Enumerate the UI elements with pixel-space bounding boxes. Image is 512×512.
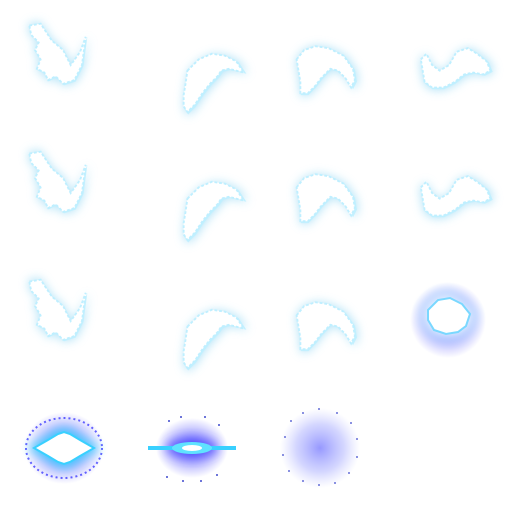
dust-particle xyxy=(356,438,358,440)
impact-fade-sprite xyxy=(280,408,360,488)
impact-streak xyxy=(148,416,236,482)
slash-c-frame-2 xyxy=(295,173,358,224)
dust-particle xyxy=(200,480,202,482)
slash-a-frame-2 xyxy=(28,150,88,214)
slash-c-frame-1 xyxy=(295,45,358,96)
sprite-frame-3 xyxy=(384,0,512,128)
dust-particle xyxy=(204,416,206,418)
slash-d-frame-1 xyxy=(419,47,494,90)
slash-a-frame-1-sprite xyxy=(28,22,88,86)
sprite-frame-4 xyxy=(0,128,128,256)
dust-particle xyxy=(350,422,352,424)
dust-particle xyxy=(348,472,350,474)
sprite-frame-9 xyxy=(128,256,256,384)
dust-particle xyxy=(318,484,320,486)
slash-c-frame-1-sprite xyxy=(295,45,358,96)
impact-fade xyxy=(280,408,360,488)
slash-c-frame-2-sprite xyxy=(295,173,358,224)
impact-flash-sprite xyxy=(24,412,104,484)
sprite-frame-0 xyxy=(0,0,128,128)
slash-b-frame-1 xyxy=(182,52,248,116)
dust-particle xyxy=(180,416,182,418)
sprite-frame-7 xyxy=(384,128,512,256)
sprite-frame-10 xyxy=(256,256,384,384)
impact-burst-sprite xyxy=(410,282,486,358)
dust-particle xyxy=(334,482,336,484)
slash-a-frame-2-sprite xyxy=(28,150,88,214)
sprite-frame-5 xyxy=(128,128,256,256)
dust-particle xyxy=(318,408,320,410)
slash-d-frame-2-sprite xyxy=(419,175,494,218)
slash-c-frame-3-sprite xyxy=(295,301,358,352)
dust-particle xyxy=(218,424,220,426)
sprite-frame-15 xyxy=(384,384,512,512)
impact-flash xyxy=(24,412,104,484)
slash-c-frame-3 xyxy=(295,301,358,352)
dust-particle xyxy=(284,436,286,438)
dust-particle xyxy=(290,420,292,422)
dust-particle xyxy=(166,476,168,478)
dust-particle xyxy=(288,470,290,472)
empty-frame xyxy=(384,384,512,512)
sprite-frame-8 xyxy=(0,256,128,384)
impact-streak-sprite xyxy=(148,416,236,482)
dust-particle xyxy=(168,420,170,422)
slash-a-frame-3 xyxy=(28,278,88,342)
dust-particle xyxy=(216,474,218,476)
impact-burst xyxy=(410,282,486,358)
slash-b-frame-3 xyxy=(182,308,248,372)
sprite-frame-1 xyxy=(128,0,256,128)
slash-a-frame-1 xyxy=(28,22,88,86)
sprite-frame-6 xyxy=(256,128,384,256)
slash-b-frame-2 xyxy=(182,180,248,244)
sprite-frame-11 xyxy=(384,256,512,384)
dust-particle xyxy=(282,454,284,456)
dust-particle xyxy=(302,480,304,482)
sprite-frame-12 xyxy=(0,384,128,512)
slash-a-frame-3-sprite xyxy=(28,278,88,342)
dust-particle xyxy=(182,480,184,482)
dust-particle xyxy=(302,412,304,414)
dust-particle xyxy=(356,456,358,458)
sprite-frame-13 xyxy=(128,384,256,512)
slash-d-frame-1-sprite xyxy=(419,47,494,90)
slash-d-frame-2 xyxy=(419,175,494,218)
slash-b-frame-2-sprite xyxy=(182,180,248,244)
sprite-frame-14 xyxy=(256,384,384,512)
slash-b-frame-3-sprite xyxy=(182,308,248,372)
dust-particle xyxy=(336,412,338,414)
slash-b-frame-1-sprite xyxy=(182,52,248,116)
sprite-frame-2 xyxy=(256,0,384,128)
